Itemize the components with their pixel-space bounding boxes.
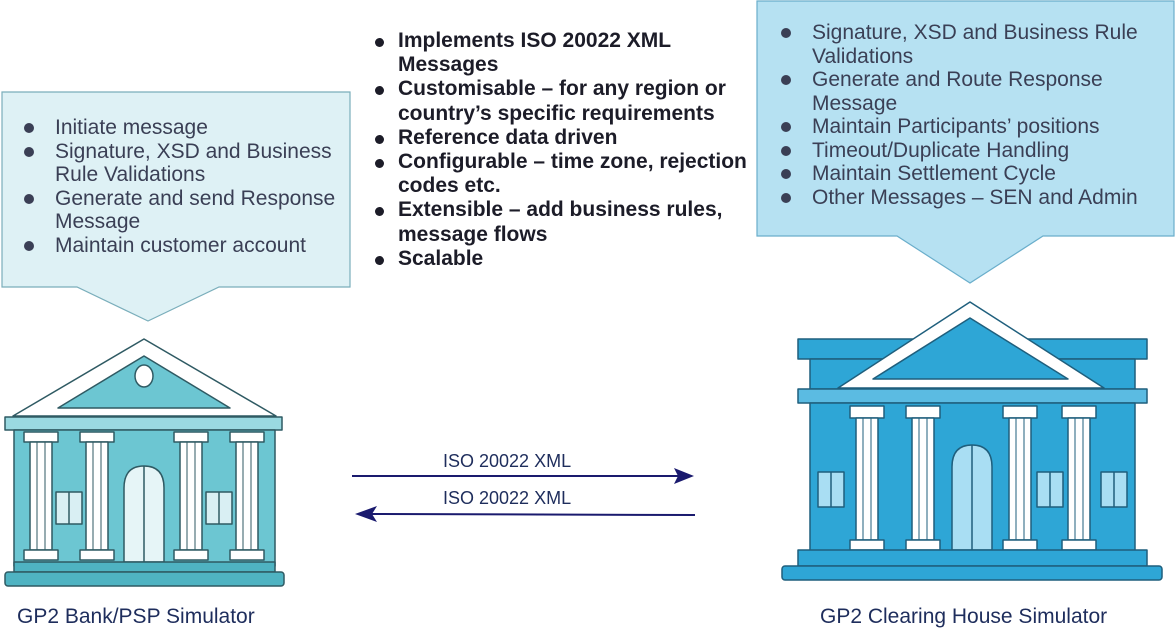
bank-callout: Initiate message Signature, XSD and Busi… [0,0,360,330]
bank-callout-item: Initiate message [22,116,352,140]
clearing-house-caption: GP2 Clearing House Simulator [820,605,1108,628]
bank-caption: GP2 Bank/PSP Simulator [17,605,255,628]
bank-callout-item: Maintain customer account [22,234,352,258]
clearing-callout: Signature, XSD and Business Rule Validat… [750,0,1175,290]
request-arrow-label: ISO 20022 XML [443,451,572,471]
clearing-callout-item: Maintain Settlement Cycle [779,162,1174,186]
clearing-callout-item: Other Messages – SEN and Admin [779,186,1174,210]
feature-item: Customisable – for any region or country… [372,77,772,125]
clearing-callout-item: Maintain Participants’ positions [779,115,1174,139]
clearing-callout-item: Timeout/Duplicate Handling [779,139,1174,163]
request-arrow [352,468,694,484]
clearing-callout-shape [756,0,1175,284]
feature-item: Reference data driven [372,126,772,150]
feature-item: Implements ISO 20022 XML Messages [372,29,772,77]
features-list: Implements ISO 20022 XML Messages Custom… [372,29,772,271]
bank-callout-item: Signature, XSD and Business Rule Validat… [22,140,352,187]
bank-callout-shape [1,91,351,322]
clearing-callout-item: Signature, XSD and Business Rule Validat… [779,21,1174,68]
clearing-callout-item: Generate and Route Response Message [779,68,1174,115]
response-arrow-label: ISO 20022 XML [443,488,572,508]
feature-item: Scalable [372,247,772,271]
response-arrow [355,506,696,522]
feature-item: Extensible – add business rules, message… [372,198,772,246]
bank-callout-item: Generate and send Response Message [22,187,352,234]
bank-callout-list: Initiate message Signature, XSD and Busi… [22,116,352,257]
clearing-callout-list: Signature, XSD and Business Rule Validat… [779,21,1174,209]
feature-item: Configurable – time zone, rejection code… [372,150,772,198]
